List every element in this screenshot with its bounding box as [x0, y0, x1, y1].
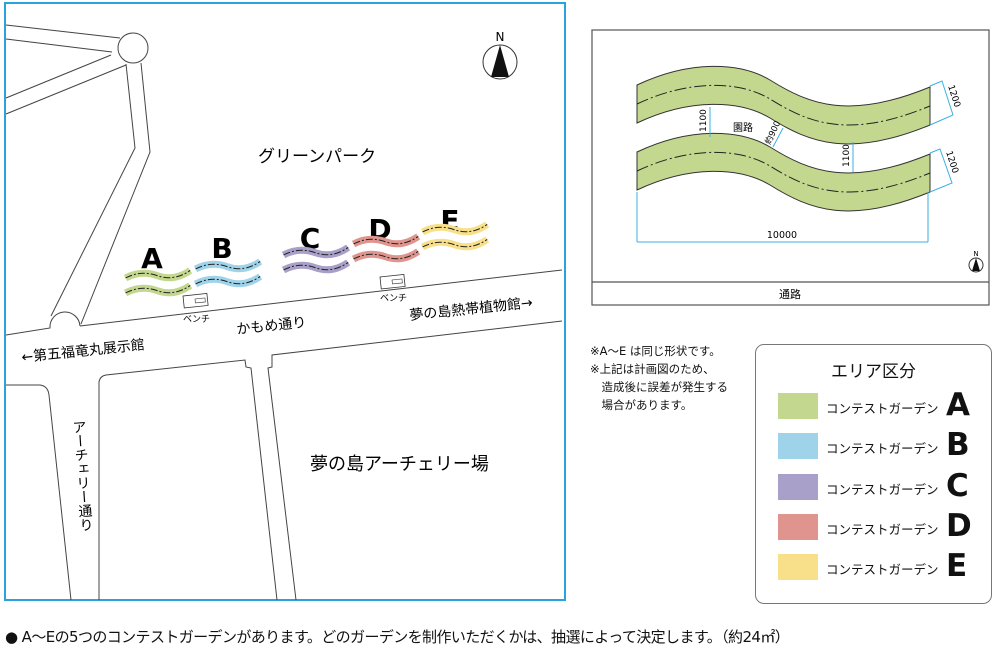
- legend-item-b: コンテストガーデン B: [778, 427, 988, 463]
- path-label: 園路: [733, 121, 753, 134]
- legend-item-e: コンテストガーデン E: [778, 548, 988, 584]
- bench-1: ベンチ: [182, 293, 210, 325]
- garden-strip: [281, 259, 351, 274]
- north-label: N: [496, 30, 505, 44]
- swatch-c: [778, 474, 818, 500]
- legend-letter: B: [946, 427, 970, 463]
- legend-item-c: コンテストガーデン C: [778, 468, 988, 504]
- legend-letter: E: [946, 548, 968, 584]
- garden-strip: [351, 248, 421, 263]
- road-lines: [5, 24, 563, 601]
- garden-strip: [193, 273, 263, 288]
- legend-label: コンテストガーデン: [826, 522, 939, 537]
- street-label: かもめ通り: [236, 315, 307, 338]
- footer-note: ● A〜Eの5つのコンテストガーデンがあります。どのガーデンを制作いただくかは、…: [5, 628, 790, 646]
- swatch-d: [778, 514, 818, 540]
- plan-north-icon: N: [968, 250, 984, 273]
- legend-label: コンテストガーデン: [826, 441, 939, 456]
- legend-letter: C: [946, 468, 969, 504]
- svg-text:ベンチ: ベンチ: [183, 314, 210, 325]
- garden-a: A: [123, 242, 193, 297]
- legend-label: コンテストガーデン: [826, 401, 939, 416]
- note-line: 場合があります。: [590, 398, 693, 412]
- legend-item-a: コンテストガーデン A: [778, 387, 988, 423]
- bench-2: ベンチ: [379, 274, 407, 304]
- swatch-a: [778, 393, 818, 419]
- note-line: 造成後に誤差が発生する: [590, 380, 728, 394]
- legend-item-d: コンテストガーデン D: [778, 508, 988, 544]
- garden-letter: C: [300, 222, 321, 255]
- legend-label: コンテストガーデン: [826, 562, 939, 577]
- archery-street-label: アーチェリー通り: [70, 419, 94, 532]
- garden-d: D: [351, 213, 421, 263]
- garden-strip: [123, 282, 193, 297]
- length-dimension: 10000: [767, 230, 797, 241]
- garden-strip: [123, 267, 193, 282]
- swatch-e: [778, 554, 818, 580]
- garden-b: B: [193, 232, 263, 288]
- note-line: ※上記は計画図のため、: [590, 362, 715, 376]
- notes: ※A〜E は同じ形状です。 ※上記は計画図のため、 造成後に誤差が発生する 場合が…: [590, 342, 728, 414]
- gap-dimension-2: 1100: [842, 144, 852, 167]
- north-compass-icon: N: [482, 30, 518, 80]
- garden-strip: [193, 258, 263, 273]
- legend-letter: A: [946, 387, 970, 423]
- garden-strip: [420, 236, 490, 251]
- gap-dimension: 1100: [699, 109, 709, 132]
- note-line: ※A〜E は同じ形状です。: [590, 344, 721, 358]
- walkway-label: 通路: [779, 288, 801, 301]
- svg-text:N: N: [973, 250, 978, 258]
- garden-c: C: [281, 222, 351, 274]
- garden-e: E: [420, 204, 490, 251]
- garden-letter: A: [141, 242, 163, 275]
- garden-letter: B: [211, 232, 232, 265]
- area-legend: エリア区分 コンテストガーデン A コンテストガーデン B コンテストガーデン …: [755, 344, 992, 604]
- legend-title: エリア区分: [831, 362, 916, 382]
- garden-strip: [420, 221, 490, 236]
- legend-label: コンテストガーデン: [826, 482, 939, 497]
- park-label: グリーンパーク: [258, 147, 376, 167]
- garden-plan: 通路 1100 1100 約900 園路 1200 1200 10000: [591, 29, 990, 306]
- garden-strip: [351, 233, 421, 248]
- archery-field-label: 夢の島アーチェリー場: [310, 454, 489, 475]
- svg-text:ベンチ: ベンチ: [380, 293, 407, 304]
- dimension-lines: [636, 80, 954, 243]
- swatch-b: [778, 433, 818, 459]
- legend-letter: D: [946, 508, 972, 544]
- map-frame: [4, 2, 566, 601]
- garden-strip: [281, 244, 351, 259]
